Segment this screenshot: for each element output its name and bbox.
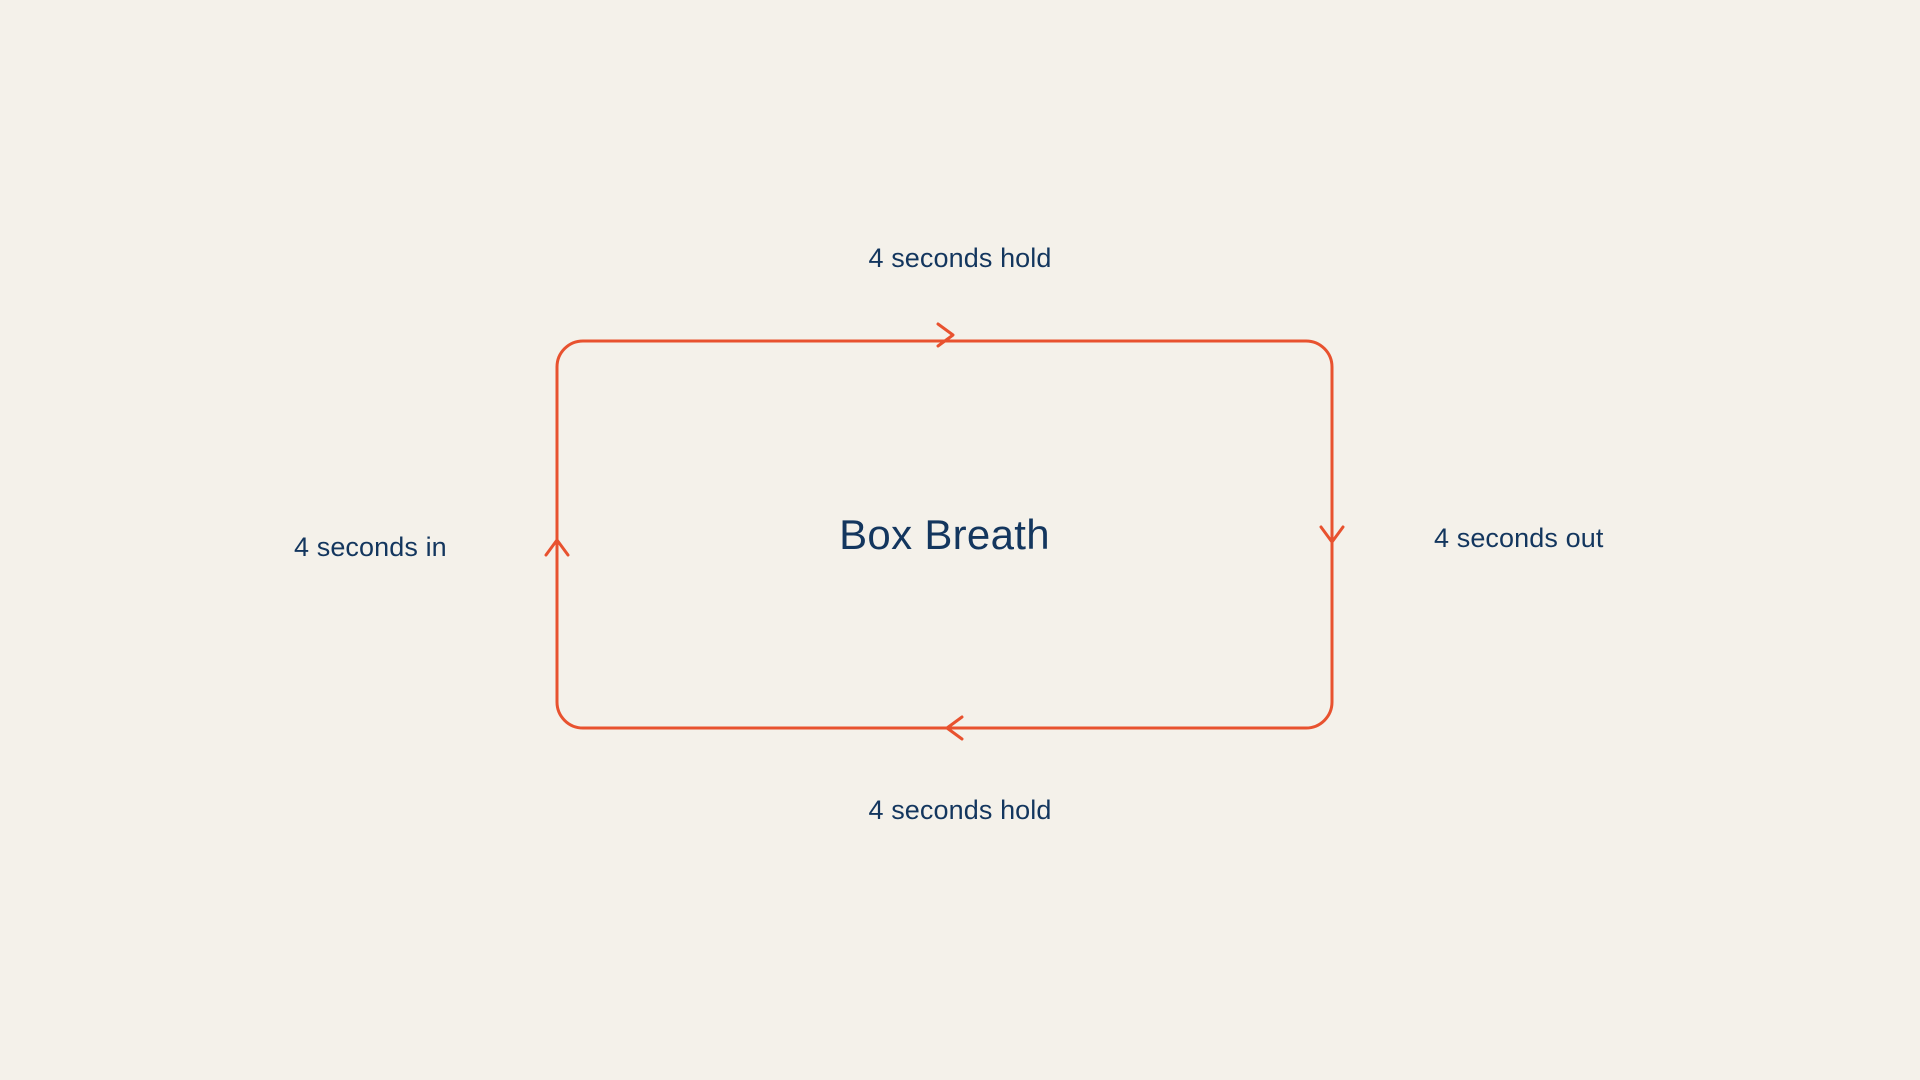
diagram-title: Box Breath xyxy=(839,510,1050,558)
label-right-exhale: 4 seconds out xyxy=(1434,523,1604,553)
arrow-top-right-icon xyxy=(936,322,955,348)
arrow-bottom-left-icon xyxy=(945,715,964,741)
arrow-left-up-icon xyxy=(544,538,570,557)
label-top-hold: 4 seconds hold xyxy=(868,243,1052,273)
label-bottom-hold: 4 seconds hold xyxy=(868,795,1052,825)
label-left-inhale: 4 seconds in xyxy=(294,532,447,562)
arrow-right-down-icon xyxy=(1319,525,1345,544)
